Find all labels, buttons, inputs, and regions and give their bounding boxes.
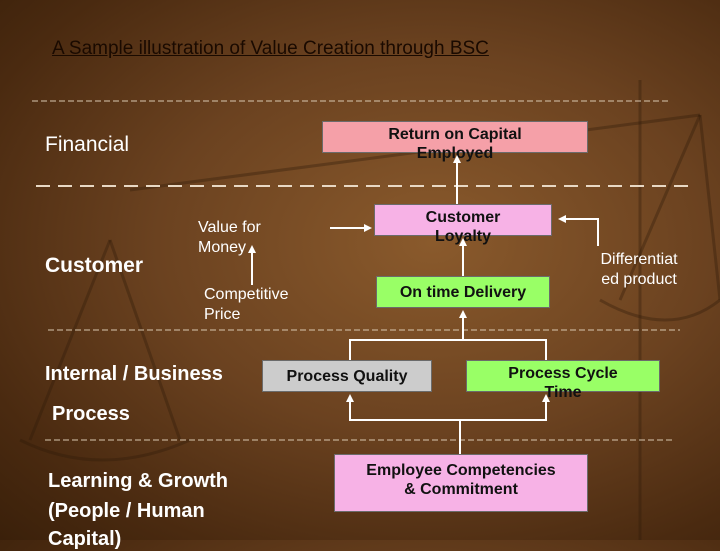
arrow-employee-to-cycle [460, 394, 550, 421]
box-return-on-capital: Return on Capital Employed [322, 121, 588, 162]
box-customer-loyalty-line1: Customer [425, 209, 501, 226]
box-process-cycle-time-line2: Time [544, 384, 582, 401]
box-process-quality-label: Process Quality [286, 368, 408, 385]
perspective-learning-line2: (People / Human [48, 500, 205, 522]
note-competitive-price: Competitive Price [204, 285, 288, 325]
note-differentiated-product-line2: ed product [601, 271, 677, 288]
perspective-customer: Customer [45, 254, 144, 277]
note-value-for-money-line2: Money [198, 239, 247, 256]
arrow-employee-to-quality [346, 394, 460, 421]
note-differentiated-product-line1: Differentiat [600, 251, 678, 268]
box-employee-competencies-line1: Employee Competencies [366, 462, 556, 479]
note-value-for-money: Value for Money [198, 218, 261, 258]
box-on-time-delivery-label: On time Delivery [399, 284, 527, 301]
note-differentiated-product: Differentiat ed product [584, 250, 694, 290]
box-process-quality: Process Quality [262, 360, 432, 392]
box-employee-competencies-line2: & Commitment [404, 481, 518, 498]
note-value-for-money-line1: Value for [198, 219, 261, 236]
box-on-time-delivery: On time Delivery [376, 276, 550, 308]
note-competitive-price-line1: Competitive [204, 286, 289, 303]
box-return-on-capital-line2: Employed [416, 145, 494, 162]
perspective-internal-line1: Internal / Business [45, 363, 223, 385]
box-customer-loyalty: Customer Loyalty [374, 204, 552, 245]
box-process-cycle-time: Process Cycle Time [466, 360, 660, 401]
diagram-title: A Sample illustration of Value Creation … [52, 38, 489, 59]
arrow-diff-to-loyalty [558, 215, 599, 246]
box-process-cycle-time-line1: Process Cycle [508, 365, 618, 382]
perspective-learning-line1: Learning & Growth [48, 470, 228, 492]
box-return-on-capital-line1: Return on Capital [388, 126, 522, 143]
arrow-quality-to-ontime [349, 310, 467, 360]
perspective-internal-line2: Process [52, 403, 130, 425]
perspective-financial: Financial [45, 133, 130, 156]
arrow-cycle-to-ontime [463, 339, 547, 360]
note-competitive-price-line2: Price [204, 306, 241, 323]
box-customer-loyalty-line2: Loyalty [434, 228, 491, 245]
box-employee-competencies: Employee Competencies & Commitment [334, 454, 588, 512]
